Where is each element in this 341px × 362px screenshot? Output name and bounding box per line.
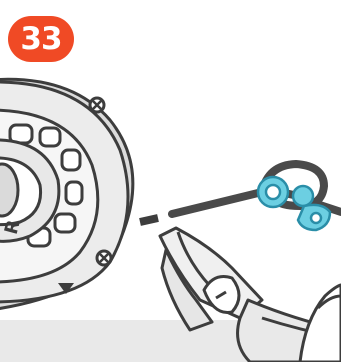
step-number-badge: 33 — [8, 16, 74, 62]
screw-icon — [90, 98, 104, 112]
step-number: 33 — [20, 21, 61, 57]
screw-icon — [97, 251, 111, 265]
reel-hub — [0, 79, 133, 310]
